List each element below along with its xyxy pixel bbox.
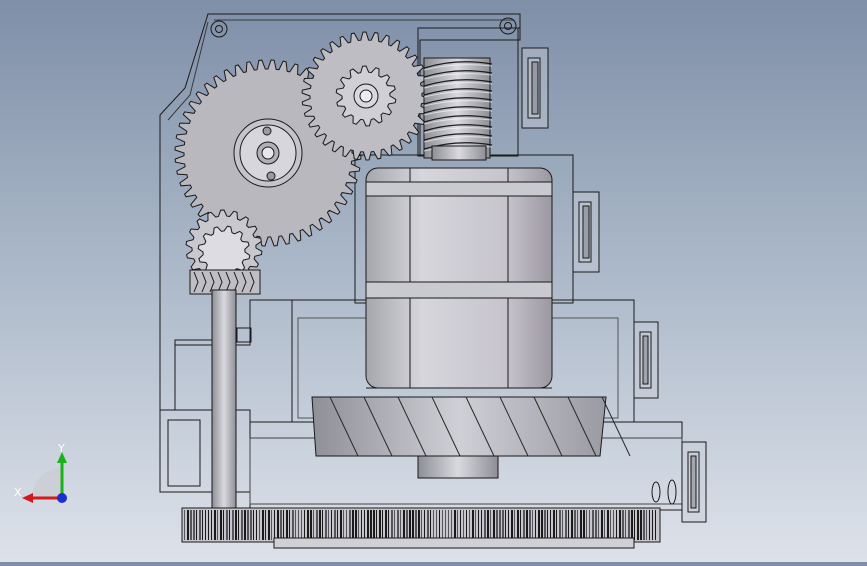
oval-details [651, 479, 677, 505]
output-shaft [211, 289, 237, 539]
gear-train [174, 31, 431, 295]
x-axis-label: X [14, 486, 22, 499]
coordinate-triad: Y X [10, 438, 80, 518]
helical-gear [311, 396, 631, 479]
mounting-holes [210, 17, 517, 38]
side-clips [521, 47, 707, 523]
bottom-rack [181, 507, 661, 549]
y-axis-label: Y [57, 442, 65, 455]
motor [365, 167, 553, 389]
worm-shaft [423, 57, 493, 161]
